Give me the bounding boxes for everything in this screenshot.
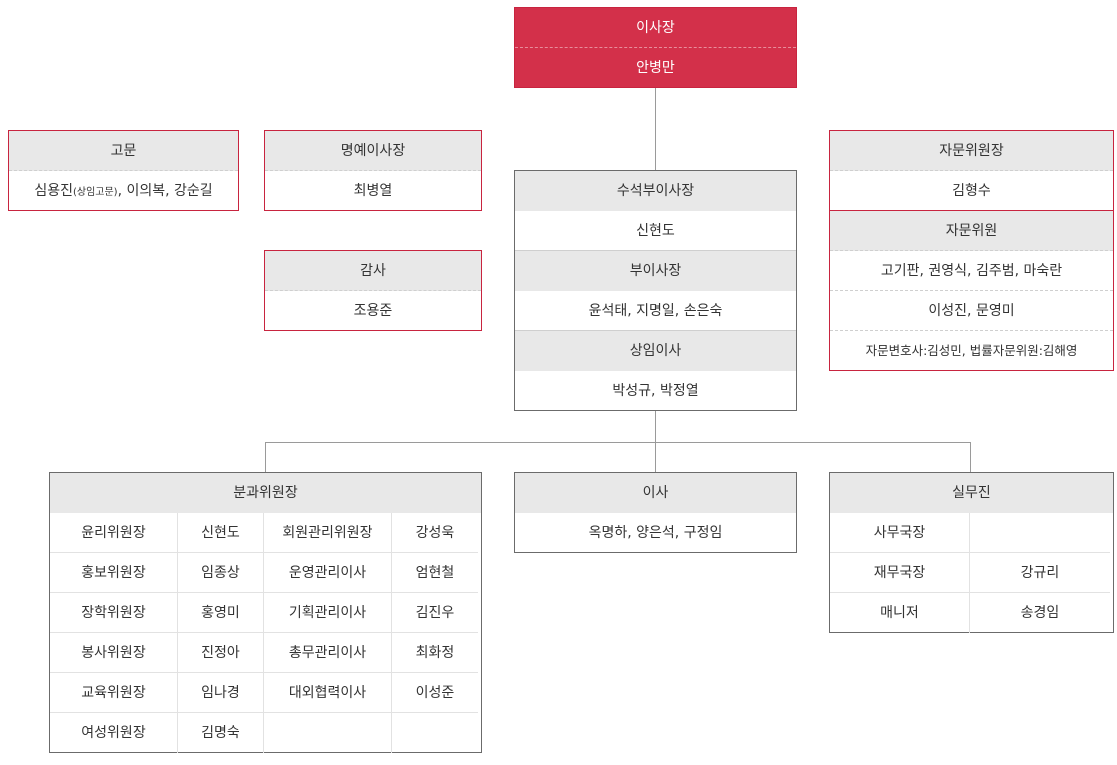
chairman-name: 안병만	[636, 60, 675, 76]
chairman-box: 이사장 안병만	[514, 7, 797, 88]
advisory-members-title: 자문위원	[830, 211, 1113, 251]
committee-name: 임종상	[178, 553, 264, 593]
advisory-members-line2: 이성진, 문영미	[830, 291, 1113, 331]
senior-vice-chair-name: 신현도	[515, 211, 796, 251]
committee-chairs-grid: 윤리위원장 신현도 회원관리위원장 강성욱 홍보위원장 임종상 운영관리이사 엄…	[50, 513, 481, 753]
advisor-box: 고문 심용진(상임고문), 이의복, 강순길	[8, 130, 239, 211]
directors-names: 옥명하, 양은석, 구정임	[588, 525, 723, 541]
chairman-title: 이사장	[515, 8, 796, 48]
staff-name: 강규리	[970, 553, 1110, 593]
committee-role: 윤리위원장	[50, 513, 178, 553]
staff-grid: 사무국장 재무국장 강규리 매니저 송경임	[830, 513, 1113, 633]
committee-name: 신현도	[178, 513, 264, 553]
auditor-title: 감사	[265, 251, 481, 291]
committee-name: 강성욱	[392, 513, 478, 553]
advisory-committee-box: 자문위원장 김형수 자문위원 고기판, 권영식, 김주범, 마숙란 이성진, 문…	[829, 130, 1114, 371]
auditor-box: 감사 조용준	[264, 250, 482, 331]
advisor-name-note: (상임고문)	[72, 187, 118, 198]
advisor-name-rest: , 이의복, 강순길	[117, 183, 213, 199]
staff-name: 송경임	[1020, 605, 1060, 621]
directors-title: 이사	[515, 473, 796, 513]
advisory-chair-name: 김형수	[830, 171, 1113, 211]
vice-chairs-box: 수석부이사장 신현도 부이사장 윤석태, 지명일, 손은숙 상임이사 박성규, …	[514, 170, 797, 411]
committee-role	[264, 713, 392, 753]
connector-chairman-vice	[655, 88, 656, 170]
committee-name	[392, 713, 478, 753]
honorary-chairman-title: 명예이사장	[265, 131, 481, 171]
committee-name: 최화정	[392, 633, 478, 673]
committee-name: 임나경	[178, 673, 264, 713]
committee-role: 기획관리이사	[264, 593, 392, 633]
committee-role: 총무관리이사	[264, 633, 392, 673]
advisory-chair-title: 자문위원장	[830, 131, 1113, 171]
committee-role: 대외협력이사	[264, 673, 392, 713]
standing-director-title: 상임이사	[515, 331, 796, 371]
committee-chairs-title: 분과위원장	[50, 473, 481, 513]
auditor-name: 조용준	[353, 303, 393, 319]
committee-role: 운영관리이사	[264, 553, 392, 593]
committee-role: 회원관리위원장	[264, 513, 392, 553]
connector-horizontal	[265, 442, 971, 443]
committee-role: 여성위원장	[50, 713, 178, 753]
staff-name	[970, 513, 1110, 553]
advisory-members-line1: 고기판, 권영식, 김주범, 마숙란	[830, 251, 1113, 291]
staff-role: 재무국장	[830, 553, 970, 593]
committee-role: 장학위원장	[50, 593, 178, 633]
advisory-legal-line: 자문변호사:김성민, 법률자문위원:김해영	[865, 343, 1078, 358]
committee-name: 엄현철	[392, 553, 478, 593]
connector-vice-down	[655, 410, 656, 443]
committee-role: 교육위원장	[50, 673, 178, 713]
staff-box: 실무진 사무국장 재무국장 강규리 매니저 송경임	[829, 472, 1114, 633]
committee-name: 홍영미	[178, 593, 264, 633]
advisor-title: 고문	[9, 131, 238, 171]
committee-name: 이성준	[392, 673, 478, 713]
committee-role: 봉사위원장	[50, 633, 178, 673]
senior-vice-chair-title: 수석부이사장	[515, 171, 796, 211]
connector-directors	[655, 442, 656, 472]
committee-role: 홍보위원장	[50, 553, 178, 593]
committee-name: 김명숙	[178, 713, 264, 753]
vice-chair-names: 윤석태, 지명일, 손은숙	[515, 291, 796, 331]
directors-box: 이사 옥명하, 양은석, 구정임	[514, 472, 797, 553]
advisor-name-main: 심용진	[34, 183, 73, 199]
committee-name: 진정아	[178, 633, 264, 673]
staff-role: 매니저	[830, 593, 970, 633]
committee-chairs-box: 분과위원장 윤리위원장 신현도 회원관리위원장 강성욱 홍보위원장 임종상 운영…	[49, 472, 482, 753]
staff-role: 사무국장	[830, 513, 970, 553]
committee-name: 김진우	[392, 593, 478, 633]
connector-committee	[265, 442, 266, 472]
standing-director-names: 박성규, 박정열	[612, 383, 699, 399]
vice-chair-title: 부이사장	[515, 251, 796, 291]
staff-title: 실무진	[830, 473, 1113, 513]
honorary-chairman-name: 최병열	[353, 183, 393, 199]
connector-staff	[970, 442, 971, 472]
advisor-names: 심용진(상임고문), 이의복, 강순길	[9, 171, 238, 211]
honorary-chairman-box: 명예이사장 최병열	[264, 130, 482, 211]
